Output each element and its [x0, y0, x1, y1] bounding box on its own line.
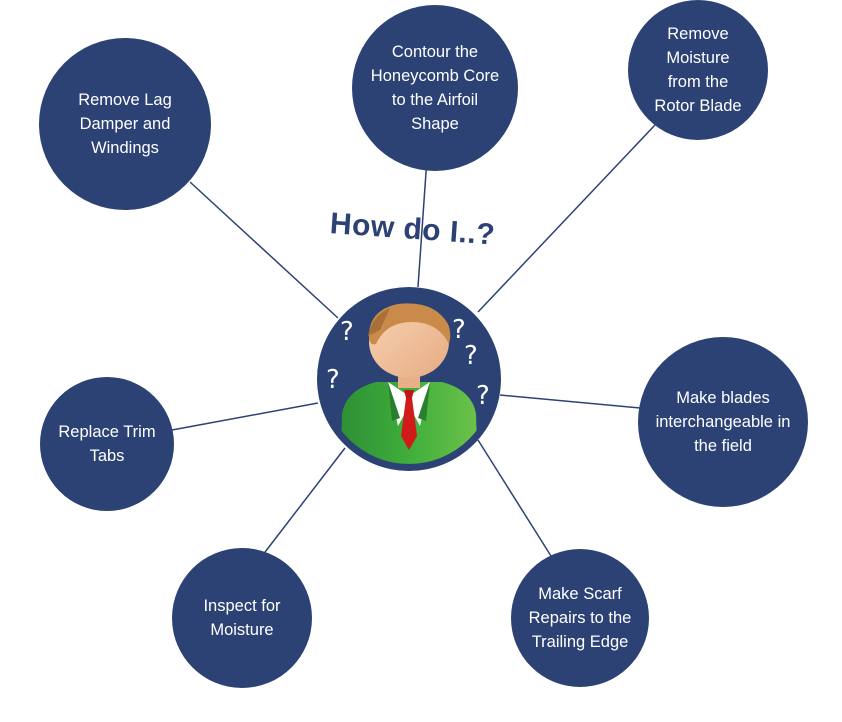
- node-trim-tabs[interactable]: Replace Trim Tabs: [40, 377, 174, 511]
- link-honeycomb: [417, 157, 428, 288]
- confused-person-icon[interactable]: ? ? ? ? ?: [316, 286, 502, 472]
- link-inspect-moisture: [261, 447, 346, 557]
- node-label: Inspect for Moisture: [203, 597, 281, 639]
- node-lag-damper[interactable]: Remove Lag Damper and Windings: [39, 38, 211, 210]
- question-mark-icon: ?: [326, 365, 340, 395]
- node-label: Contour the Honeycomb Core to the Airfoi…: [370, 43, 500, 133]
- question-mark-icon: ?: [340, 317, 354, 347]
- link-interchangeable: [499, 394, 641, 409]
- node-interchangeable[interactable]: Make blades interchangeable in the field: [638, 337, 808, 507]
- link-scarf-repairs: [477, 439, 552, 557]
- node-scarf-repairs[interactable]: Make Scarf Repairs to the Trailing Edge: [511, 549, 649, 687]
- node-label: Make Scarf Repairs to the Trailing Edge: [528, 585, 632, 651]
- link-moisture-remove: [477, 124, 656, 313]
- question-mark-icon: ?: [452, 315, 466, 345]
- question-mark-icon: ?: [464, 341, 478, 371]
- node-label: Make blades interchangeable in the field: [655, 389, 791, 455]
- node-label: Remove Lag Damper and Windings: [78, 91, 172, 157]
- link-trim-tabs: [171, 402, 319, 431]
- node-moisture-remove[interactable]: Remove Moisture from the Rotor Blade: [628, 0, 768, 140]
- link-lag-damper: [189, 181, 339, 319]
- node-honeycomb[interactable]: Contour the Honeycomb Core to the Airfoi…: [352, 5, 518, 171]
- node-label: Remove Moisture from the Rotor Blade: [654, 25, 742, 115]
- node-inspect-moisture[interactable]: Inspect for Moisture: [172, 548, 312, 688]
- node-label: Replace Trim Tabs: [58, 423, 156, 465]
- question-mark-icon: ?: [476, 381, 490, 411]
